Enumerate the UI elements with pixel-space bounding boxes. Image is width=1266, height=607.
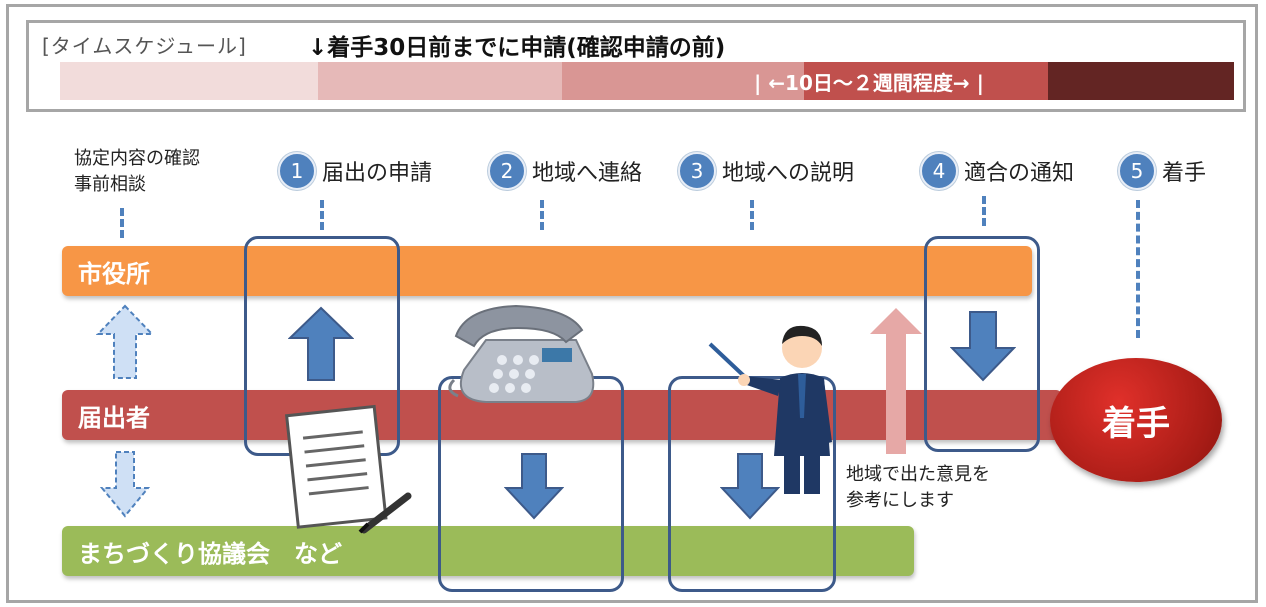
pre-line-2: 事前相談 <box>74 174 146 195</box>
explain-down-arrow <box>720 453 780 520</box>
contact-down-arrow <box>504 453 564 520</box>
step-2-number: 2 <box>488 152 526 190</box>
timeline-segment-1 <box>60 62 318 100</box>
step-4-box <box>924 236 1040 452</box>
document-icon <box>284 404 412 534</box>
lane-council: まちづくり協議会 など <box>62 526 914 576</box>
step-1: 1 届出の申請 <box>278 152 432 190</box>
timeline-label: [タイムスケジュール] <box>42 34 247 58</box>
timeline-segment-5 <box>1048 62 1234 100</box>
timeline-segment-3 <box>562 62 804 100</box>
lane-city-hall: 市役所 <box>62 246 1032 296</box>
step-2-connector <box>540 200 544 230</box>
diagram-frame <box>6 4 1258 603</box>
construction-start-circle: 着手 <box>1050 358 1222 482</box>
step-5: 5 着手 <box>1118 152 1206 190</box>
step-2: 2 地域へ連絡 <box>488 152 642 190</box>
step-3-label: 地域への説明 <box>722 161 855 186</box>
step-5-number: 5 <box>1118 152 1156 190</box>
telephone-icon <box>448 304 595 403</box>
timeline-heading: ↓着手30日前までに申請(確認申請の前) <box>308 35 726 61</box>
pre-consult-down-arrow <box>100 451 150 518</box>
step-4-connector <box>982 196 986 226</box>
step-5-connector <box>1136 200 1140 338</box>
note-line-1: 地域で出た意見を <box>846 464 990 485</box>
feedback-note: 地域で出た意見を 参考にします <box>846 462 990 514</box>
note-line-2: 参考にします <box>846 490 954 511</box>
step-1-number: 1 <box>278 152 316 190</box>
timeline-segment-4 <box>804 62 1048 100</box>
pre-consultation-label: 協定内容の確認 事前相談 <box>74 146 200 198</box>
step-5-label: 着手 <box>1162 161 1207 186</box>
step-3: 3 地域への説明 <box>678 152 854 190</box>
step-1-label: 届出の申請 <box>322 161 433 186</box>
step-1-connector <box>320 200 324 230</box>
step-3-connector <box>750 200 754 230</box>
step-2-label: 地域へ連絡 <box>532 161 643 186</box>
notify-down-arrow <box>950 311 1016 382</box>
pre-line-1: 協定内容の確認 <box>74 148 200 169</box>
timeline-range-label: | ←10日～２週間程度→ | <box>754 71 984 95</box>
presenter-icon <box>708 325 832 494</box>
step-4: 4 適合の通知 <box>920 152 1074 190</box>
pre-connector <box>120 208 124 238</box>
feedback-up-arrow <box>870 308 922 454</box>
step-3-number: 3 <box>678 152 716 190</box>
step-4-number: 4 <box>920 152 958 190</box>
step-4-label: 適合の通知 <box>964 161 1075 186</box>
submit-up-arrow <box>288 306 354 381</box>
pre-consult-up-arrow <box>96 304 154 379</box>
timeline-segment-2 <box>318 62 562 100</box>
